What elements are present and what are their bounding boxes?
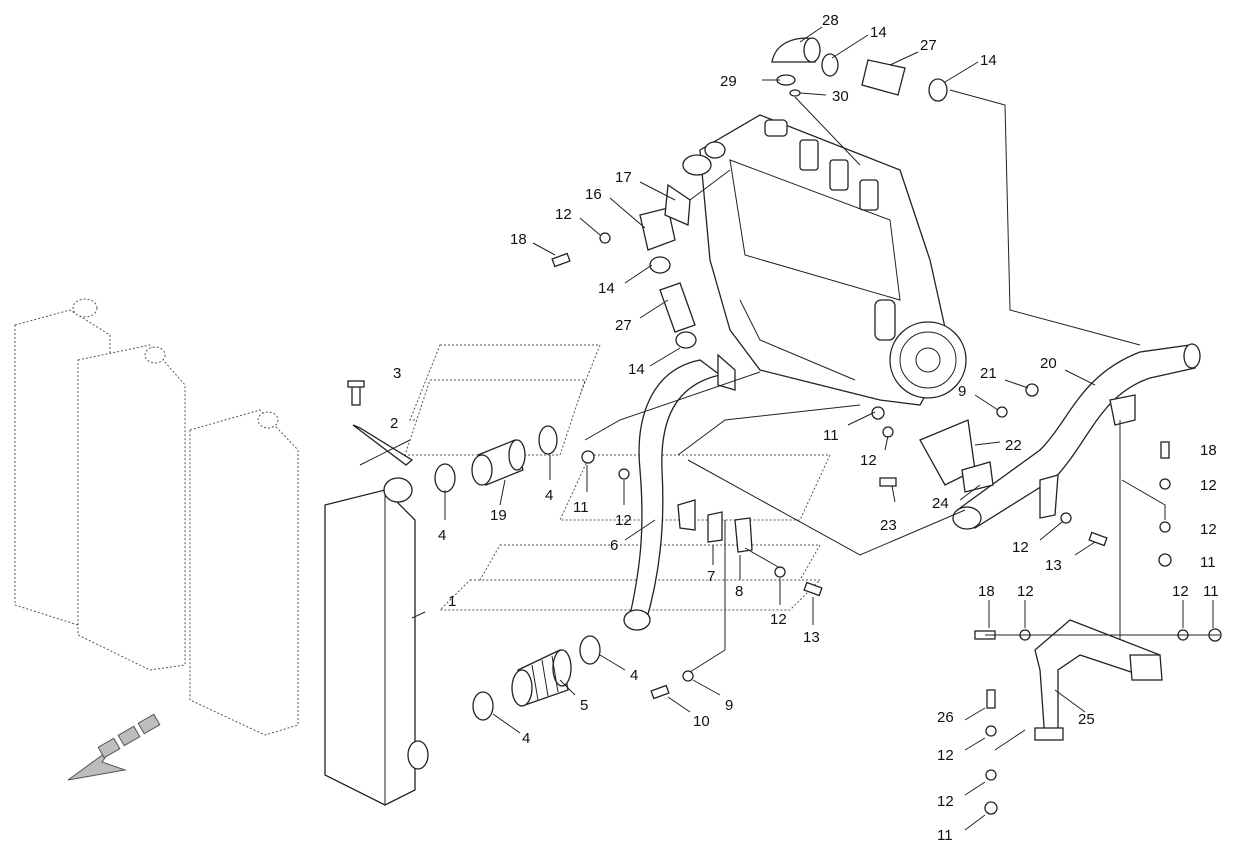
callout-26: 26 [937,709,954,726]
callout-13: 13 [1045,557,1062,574]
clamp-4-group [434,425,601,721]
callout-21: 21 [980,365,997,382]
callout-12: 12 [1172,583,1189,600]
callout-13: 13 [803,629,820,646]
ghost-frame [404,344,831,611]
callout-28: 28 [822,12,839,29]
ghost-radiator-pack [14,298,299,736]
hose-19 [471,439,526,486]
air-tube-6 [623,353,736,631]
callout-30: 30 [832,88,849,105]
callout-1: 1 [448,593,456,610]
charge-air-cooler [324,477,429,806]
callout-4: 4 [438,527,446,544]
callout-22: 22 [1005,437,1022,454]
callout-12: 12 [1200,477,1217,494]
callout-9: 9 [958,383,966,400]
callout-18: 18 [510,231,527,248]
callout-12: 12 [615,512,632,529]
callout-3: 3 [393,365,401,382]
brackets [707,419,994,650]
callout-11: 11 [1203,583,1219,600]
callout-12: 12 [555,206,572,223]
fasteners [347,232,1222,815]
callout-labels: 28 14 27 14 29 30 17 16 12 18 14 27 14 3… [390,12,1219,844]
callout-9: 9 [725,697,733,714]
callout-23: 23 [880,517,897,534]
callout-11: 11 [573,499,589,516]
callout-27: 27 [920,37,937,54]
callout-16: 16 [585,186,602,203]
callout-7: 7 [707,568,715,585]
callout-5: 5 [580,697,588,714]
callout-11: 11 [937,827,953,844]
upper-pipes [639,37,948,349]
callout-14: 14 [598,280,615,297]
support-stand-25 [1034,619,1163,741]
callout-14: 14 [628,361,645,378]
direction-arrow-icon [67,713,161,781]
callout-12: 12 [1017,583,1034,600]
callout-14: 14 [870,24,887,41]
callout-11: 11 [823,427,839,444]
callout-12: 12 [937,747,954,764]
callout-20: 20 [1040,355,1057,372]
engine-block [682,114,967,406]
callout-14: 14 [980,52,997,69]
hose-5 [511,649,572,707]
callout-24: 24 [932,495,949,512]
callout-17: 17 [615,169,632,186]
callout-6: 6 [610,537,618,554]
callout-4: 4 [522,730,530,747]
callout-18: 18 [978,583,995,600]
callout-25: 25 [1078,711,1095,728]
callout-10: 10 [693,713,710,730]
callout-2: 2 [390,415,398,432]
callout-12: 12 [770,611,787,628]
callout-29: 29 [720,73,737,90]
callout-27: 27 [615,317,632,334]
leader-lines [359,26,1220,831]
callout-19: 19 [490,507,507,524]
callout-12: 12 [1200,521,1217,538]
callout-12: 12 [937,793,954,810]
callout-11: 11 [1200,554,1216,571]
air-tube-20 [952,343,1201,530]
callout-12: 12 [860,452,877,469]
callout-18: 18 [1200,442,1217,459]
callout-4: 4 [630,667,638,684]
callout-4: 4 [545,487,553,504]
callout-12: 12 [1012,539,1029,556]
callout-8: 8 [735,583,743,600]
